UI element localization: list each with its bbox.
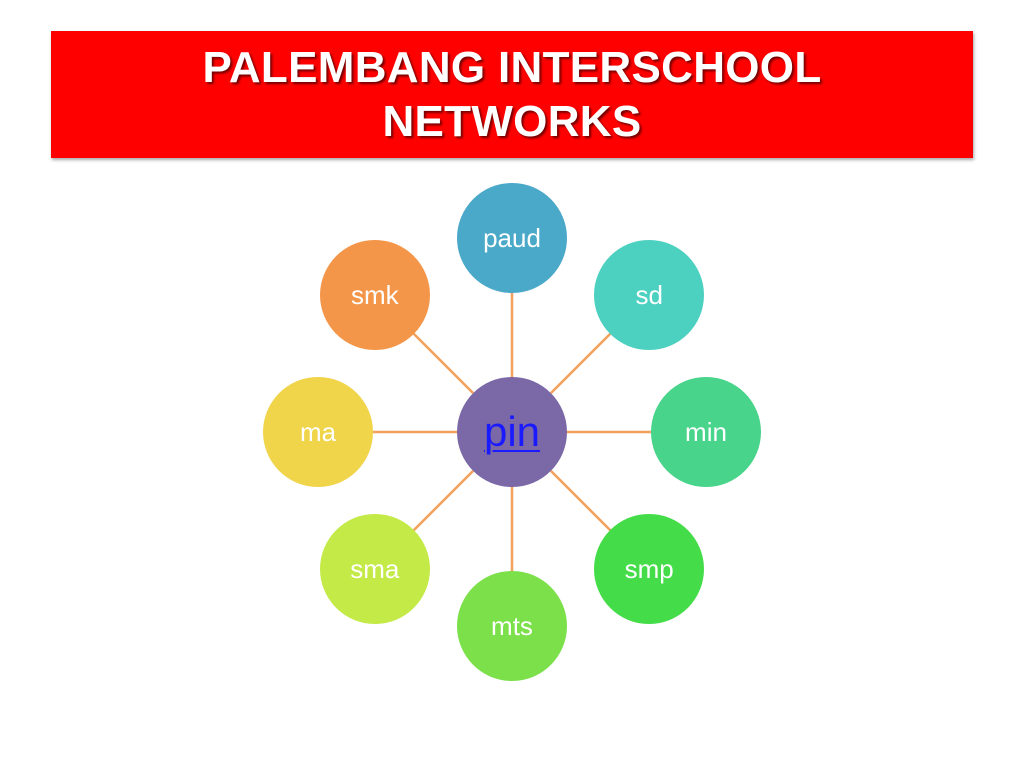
hub-node-pin[interactable]: pin bbox=[457, 377, 567, 487]
title-line-1: PALEMBANG INTERSCHOOL bbox=[202, 42, 822, 92]
connector-sma bbox=[412, 470, 474, 532]
node-label-sd: sd bbox=[635, 279, 663, 310]
slide-title: PALEMBANG INTERSCHOOL NETWORKS bbox=[202, 41, 821, 149]
connector-smk bbox=[412, 332, 474, 394]
connector-sd bbox=[550, 332, 612, 394]
connector-smp bbox=[550, 470, 612, 532]
node-label-sma: sma bbox=[350, 554, 400, 585]
node-label-mts: mts bbox=[491, 611, 533, 641]
node-mts: mts bbox=[457, 571, 567, 681]
node-label-ma: ma bbox=[299, 417, 337, 447]
node-sd: sd bbox=[594, 239, 705, 350]
hub-label[interactable]: pin bbox=[483, 408, 541, 455]
node-ma: ma bbox=[263, 377, 373, 487]
title-line-2: NETWORKS bbox=[382, 96, 642, 146]
node-smp: smp bbox=[594, 514, 705, 625]
node-label-paud: paud bbox=[483, 223, 541, 253]
node-label-smp: smp bbox=[624, 554, 674, 585]
node-paud: paud bbox=[457, 183, 567, 293]
title-banner: PALEMBANG INTERSCHOOL NETWORKS bbox=[51, 31, 973, 158]
node-label-smk: smk bbox=[350, 279, 399, 310]
node-min: min bbox=[651, 377, 761, 487]
node-smk: smk bbox=[319, 239, 430, 350]
node-sma: sma bbox=[319, 514, 430, 625]
node-label-min: min bbox=[685, 417, 727, 447]
